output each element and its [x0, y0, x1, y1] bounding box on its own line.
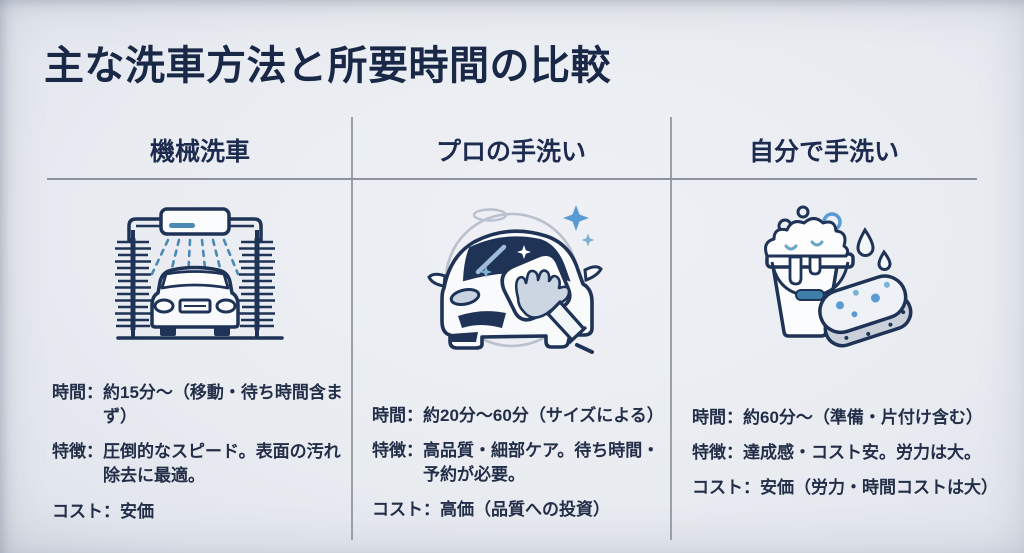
detail-feature: 特徴： 達成感・コスト安。労力は大。	[692, 441, 1008, 465]
detail-feature: 特徴： 高品質・細部ケア。待ち時間・予約が必要。	[372, 439, 664, 487]
details-pro-hand-wash: 時間： 約20分～60分（サイズによる） 特徴： 高品質・細部ケア。待ち時間・予…	[372, 404, 664, 534]
detail-cost-label: コスト：	[52, 501, 120, 521]
car-wash-machine-icon	[100, 190, 300, 370]
detail-time-text: 約15分～（移動・待ち時間含まず）	[103, 383, 343, 427]
bucket-sponge-icon	[740, 190, 940, 370]
pro-hand-wash-icon	[420, 190, 630, 370]
details-machine-wash: 時間： 約15分～（移動・待ち時間含まず） 特徴： 圧倒的なスピード。表面の汚れ…	[52, 381, 346, 535]
column-header-diy-hand-wash: 自分で手洗い	[748, 138, 899, 166]
detail-cost-text: 安価（労力・時間コストは大）	[760, 478, 998, 498]
page-title: 主な洗車方法と所要時間の比較	[44, 44, 611, 88]
column-divider-2	[670, 117, 672, 540]
detail-feature-label: 特徴：	[52, 442, 103, 462]
column-header-machine-wash: 機械洗車	[149, 138, 250, 166]
detail-feature-text: 達成感・コスト安。労力は大。	[743, 443, 981, 463]
detail-time-label: 時間：	[692, 408, 743, 427]
detail-cost: コスト： 安価	[52, 500, 346, 524]
detail-time-label: 時間：	[52, 383, 103, 402]
detail-cost: コスト： 高価（品質への投資）	[372, 498, 664, 522]
detail-time: 時間： 約60分～（準備・片付け含む）	[692, 406, 1008, 430]
detail-feature-text: 圧倒的なスピード。表面の汚れ除去に最適。	[103, 442, 341, 486]
detail-cost-text: 高価（品質への投資）	[440, 500, 610, 520]
header-underline	[47, 178, 977, 180]
column-header-pro-hand-wash: プロの手洗い	[435, 138, 586, 166]
detail-cost: コスト： 安価（労力・時間コストは大）	[692, 476, 1008, 500]
detail-feature-text: 高品質・細部ケア。待ち時間・予約が必要。	[423, 441, 660, 485]
detail-time: 時間： 約15分～（移動・待ち時間含まず）	[52, 381, 346, 429]
detail-feature: 特徴： 圧倒的なスピード。表面の汚れ除去に最適。	[52, 440, 346, 488]
detail-cost-text: 安価	[120, 501, 154, 521]
detail-cost-label: コスト：	[692, 478, 760, 498]
detail-cost-label: コスト：	[372, 500, 440, 520]
detail-time-text: 約60分～（準備・片付け含む）	[743, 408, 983, 427]
detail-time-text: 約20分～60分（サイズによる）	[423, 406, 664, 425]
column-divider-1	[351, 117, 353, 540]
detail-feature-label: 特徴：	[372, 441, 423, 461]
details-diy-hand-wash: 時間： 約60分～（準備・片付け含む） 特徴： 達成感・コスト安。労力は大。 コ…	[692, 406, 1008, 511]
detail-feature-label: 特徴：	[692, 443, 743, 463]
detail-time-label: 時間：	[372, 406, 423, 425]
detail-time: 時間： 約20分～60分（サイズによる）	[372, 404, 664, 428]
